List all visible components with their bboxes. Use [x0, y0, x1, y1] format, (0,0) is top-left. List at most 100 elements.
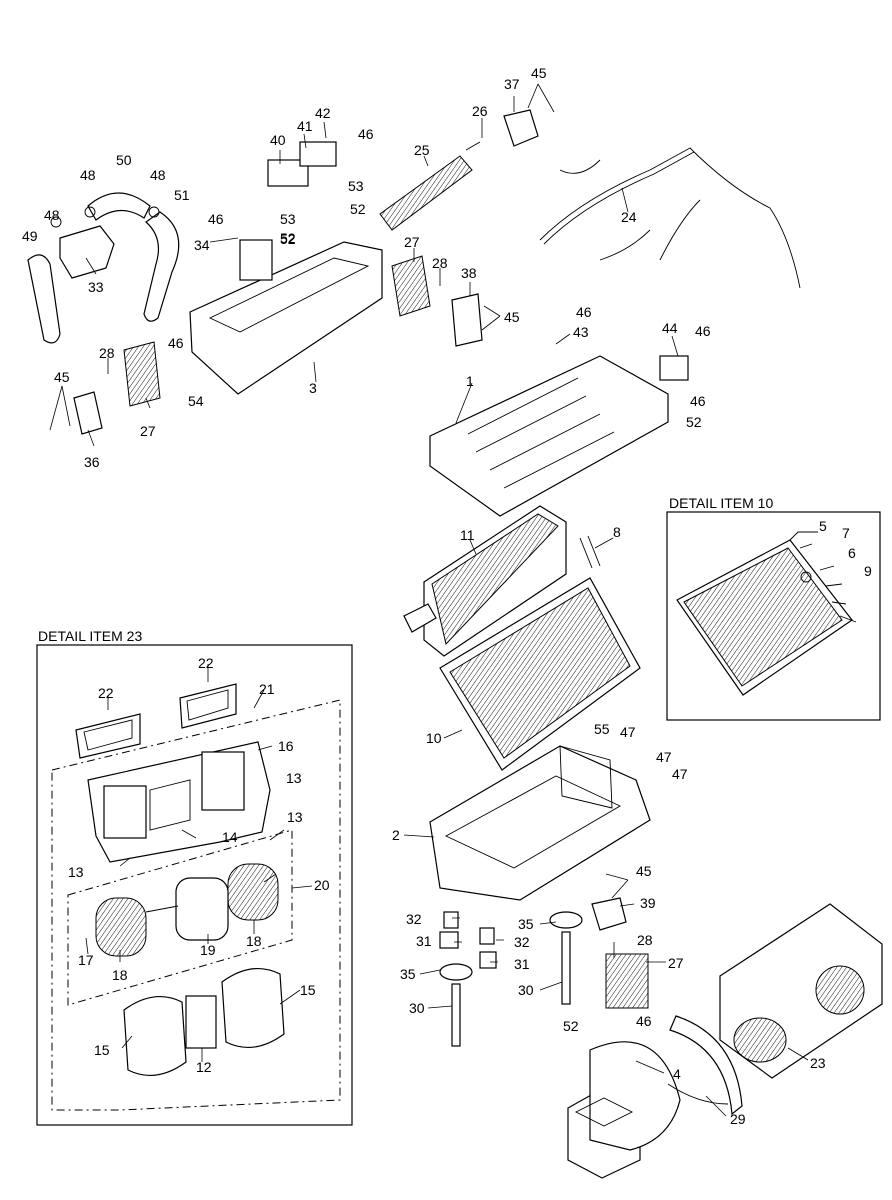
label-52d: 52 [563, 1018, 579, 1034]
label-51: 51 [174, 187, 190, 203]
label-15b: 15 [94, 1042, 110, 1058]
label-24: 24 [621, 209, 637, 225]
duct-29 [667, 1015, 743, 1116]
label-32a: 32 [406, 911, 422, 927]
part-number-labels: 1 2 3 4 5 6 7 8 9 10 11 12 13 13 13 14 1… [22, 65, 872, 1127]
label-39: 39 [640, 895, 656, 911]
label-27c: 27 [668, 955, 684, 971]
blower-housing-16 [87, 741, 271, 863]
label-7: 7 [842, 525, 850, 541]
label-43: 43 [573, 324, 589, 340]
label-27a: 27 [404, 234, 420, 250]
scroll-housings-15 [123, 968, 285, 1076]
label-46f: 46 [690, 393, 706, 409]
wiring-harness-24 [539, 147, 801, 289]
label-53b: 53 [348, 178, 364, 194]
label-29: 29 [730, 1111, 746, 1127]
label-10: 10 [426, 730, 442, 746]
label-21: 21 [259, 681, 275, 697]
label-22b: 22 [198, 655, 214, 671]
label-47c: 47 [672, 766, 688, 782]
heater-core-11 [403, 505, 567, 657]
label-36: 36 [84, 454, 100, 470]
label-12: 12 [196, 1059, 212, 1075]
detail-item-10-title: DETAIL ITEM 10 [669, 495, 773, 511]
gasket-22-left [75, 713, 141, 759]
actuator-37 [503, 109, 539, 147]
label-42: 42 [315, 105, 331, 121]
label-31b: 31 [514, 956, 530, 972]
lower-case-2 [429, 745, 651, 901]
label-1: 1 [466, 373, 474, 389]
gasket-22-right [179, 683, 237, 729]
label-8: 8 [613, 524, 621, 540]
label-5: 5 [819, 518, 827, 534]
label-23: 23 [810, 1055, 826, 1071]
label-11: 11 [460, 527, 475, 543]
blower-motor-assembly [95, 863, 279, 957]
label-28a: 28 [432, 255, 448, 271]
label-32b: 32 [514, 934, 530, 950]
label-13c: 13 [68, 864, 84, 880]
label-33: 33 [88, 279, 104, 295]
label-27b: 27 [140, 423, 156, 439]
label-52b: 52 [350, 201, 366, 217]
label-4: 4 [673, 1066, 681, 1082]
label-34: 34 [194, 237, 210, 253]
label-26: 26 [472, 103, 488, 119]
label-30b: 30 [518, 982, 534, 998]
part-27-left [123, 341, 161, 407]
label-30a: 30 [409, 1000, 425, 1016]
label-40: 40 [270, 132, 286, 148]
label-17: 17 [78, 952, 94, 968]
detail-heater-core [676, 531, 857, 696]
valve-and-hoses [27, 192, 180, 344]
label-46b: 46 [208, 211, 224, 227]
label-45a: 45 [531, 65, 547, 81]
label-46e: 46 [695, 323, 711, 339]
blower-4 [567, 1041, 681, 1179]
label-53a: 53 [280, 211, 296, 227]
label-48a: 48 [80, 167, 96, 183]
actuator-38 [451, 293, 483, 347]
label-46a: 46 [358, 126, 374, 142]
label-48c: 48 [44, 207, 60, 223]
resistor-39-and-27 [591, 897, 649, 1009]
label-38: 38 [461, 265, 477, 281]
actuator-36 [73, 391, 103, 435]
label-16: 16 [278, 738, 294, 754]
label-18a: 18 [112, 967, 128, 983]
label-37: 37 [504, 76, 520, 92]
label-9: 9 [864, 563, 872, 579]
label-28c: 28 [637, 932, 653, 948]
label-49: 49 [22, 228, 38, 244]
label-19: 19 [200, 942, 216, 958]
label-46c: 46 [168, 335, 184, 351]
label-55: 55 [594, 721, 610, 737]
label-20: 20 [314, 877, 330, 893]
detail-item-23-title: DETAIL ITEM 23 [38, 628, 142, 644]
label-45d: 45 [636, 863, 652, 879]
label-2: 2 [392, 827, 400, 843]
label-50: 50 [116, 152, 132, 168]
label-46d: 46 [576, 304, 592, 320]
label-54: 54 [188, 393, 204, 409]
label-14: 14 [222, 829, 238, 845]
blower-assembly-23 [719, 903, 883, 1079]
part-27-top [391, 255, 431, 317]
label-44: 44 [662, 320, 678, 336]
case-1 [429, 355, 689, 517]
label-35b: 35 [518, 916, 534, 932]
label-45c: 45 [54, 369, 70, 385]
label-52c: 52 [686, 414, 702, 430]
label-18b: 18 [246, 933, 262, 949]
evaporator-10 [439, 535, 641, 771]
label-31a: 31 [416, 933, 432, 949]
label-46g: 46 [636, 1013, 652, 1029]
detail-item-23-box: DETAIL ITEM 23 [36, 628, 353, 1126]
label-13b: 13 [287, 809, 303, 825]
leader-lines [49, 83, 809, 1117]
label-28b: 28 [99, 345, 115, 361]
label-13a: 13 [286, 770, 302, 786]
